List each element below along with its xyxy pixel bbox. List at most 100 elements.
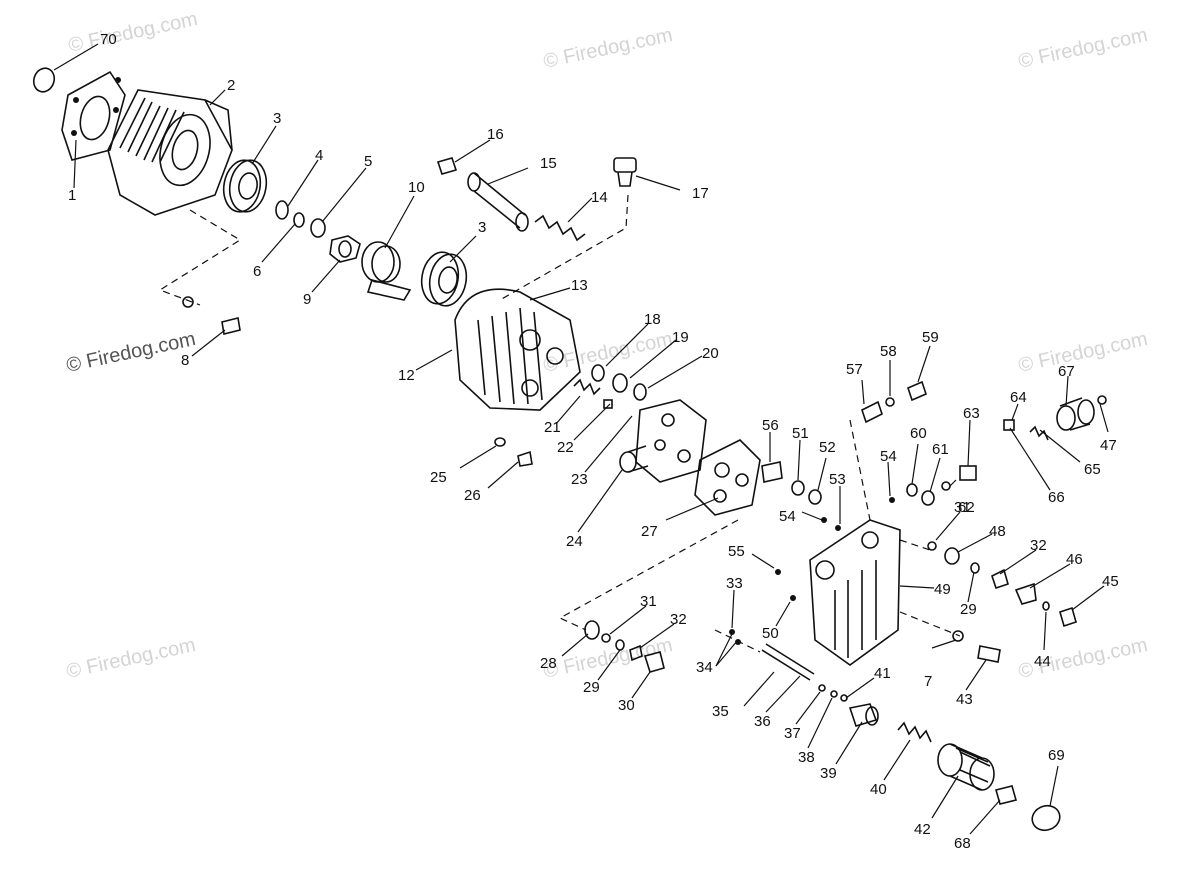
washer-5 — [310, 218, 326, 238]
manifold-49 — [809, 519, 901, 666]
fitting-59 — [907, 380, 927, 402]
gasket-plate-1 — [61, 70, 126, 161]
callout-35: 35 — [712, 703, 729, 720]
callout-45: 45 — [1102, 573, 1119, 590]
callout-4: 4 — [315, 147, 323, 164]
ball-58 — [885, 397, 895, 407]
ring-47 — [1097, 395, 1107, 405]
callout-3b: 3 — [478, 219, 486, 236]
spring-14 — [534, 214, 586, 242]
ring-60 — [906, 483, 918, 497]
callout-68: 68 — [954, 835, 971, 852]
bolt-8 — [182, 296, 241, 335]
callout-57: 57 — [846, 361, 863, 378]
ring-62 — [941, 481, 951, 491]
crankcase-housing-2 — [107, 89, 233, 216]
callout-32: 32 — [1030, 537, 1047, 554]
callout-64: 64 — [1010, 389, 1027, 406]
spring-21 — [573, 378, 601, 396]
callout-8: 8 — [181, 352, 189, 369]
callout-32b: 32 — [670, 611, 687, 628]
callout-34: 34 — [696, 659, 713, 676]
callout-61: 61 — [932, 441, 949, 458]
callout-54b: 54 — [779, 508, 796, 525]
callout-36: 36 — [754, 713, 771, 730]
bolt-hole — [113, 107, 119, 113]
ring-31 — [927, 541, 937, 551]
stem-36 — [761, 643, 815, 681]
callout-59: 59 — [922, 329, 939, 346]
callout-17: 17 — [692, 185, 709, 202]
screw-54 — [835, 525, 841, 531]
callout-56: 56 — [762, 417, 779, 434]
gear-10 — [361, 241, 412, 301]
callout-33: 33 — [726, 575, 743, 592]
nut-39 — [848, 703, 879, 727]
watermark: © Firedog.com — [1016, 328, 1149, 377]
screw-50 — [790, 595, 796, 601]
callout-53: 53 — [829, 471, 846, 488]
callout-38: 38 — [798, 749, 815, 766]
washer-6 — [293, 212, 305, 228]
callout-39: 39 — [820, 765, 837, 782]
nut-9 — [329, 235, 361, 263]
callout-18: 18 — [644, 311, 661, 328]
callout-5: 5 — [364, 153, 372, 170]
ring-28 — [584, 620, 600, 640]
callout-3: 3 — [273, 110, 281, 127]
cap-67 — [1056, 397, 1095, 431]
ring-51 — [791, 480, 805, 496]
watermark: © Firedog.com — [66, 8, 199, 57]
callout-31: 31 — [954, 499, 971, 516]
washer-25 — [494, 437, 506, 447]
callout-labels: 70 1 2 3 4 5 6 8 9 10 3 16 15 14 17 13 1… — [68, 31, 1119, 852]
ring-44 — [1042, 601, 1050, 611]
nut-68 — [995, 785, 1017, 805]
callout-60: 60 — [910, 425, 927, 442]
knob-42 — [937, 743, 995, 791]
ring-31b — [601, 633, 611, 643]
callout-51: 51 — [792, 425, 809, 442]
callout-66: 66 — [1048, 489, 1065, 506]
screw-54 — [889, 497, 895, 503]
watermark: © Firedog.com — [64, 634, 197, 683]
callout-62: 62 — [958, 499, 975, 516]
ring-19 — [612, 373, 628, 393]
callout-46: 46 — [1066, 551, 1083, 568]
watermark: © Firedog.com — [541, 24, 674, 73]
seat-32 — [991, 568, 1009, 590]
callout-6: 6 — [253, 263, 261, 280]
callout-63: 63 — [963, 405, 980, 422]
ring-38 — [830, 690, 838, 698]
ring-34 — [735, 639, 741, 645]
o-ring-70 — [32, 67, 56, 93]
leader-lines — [53, 43, 1109, 835]
callout-65: 65 — [1084, 461, 1101, 478]
callout-49: 49 — [934, 581, 951, 598]
cap-69 — [1031, 804, 1061, 832]
bearing-3-second — [420, 251, 468, 307]
gasket-hole — [79, 95, 111, 141]
callout-28: 28 — [540, 655, 557, 672]
sleeve-63 — [959, 465, 977, 481]
callout-19: 19 — [672, 329, 689, 346]
bolt-hole — [71, 130, 77, 136]
callout-37: 37 — [784, 725, 801, 742]
valve-66 — [1003, 419, 1015, 431]
callout-30: 30 — [618, 697, 635, 714]
ring-20 — [633, 383, 647, 401]
cap-17 — [613, 157, 637, 187]
callout-12: 12 — [398, 367, 415, 384]
ring-7 — [952, 630, 964, 642]
bearing-3 — [222, 159, 268, 213]
callout-26: 26 — [464, 487, 481, 504]
callout-52: 52 — [819, 439, 836, 456]
callout-10: 10 — [408, 179, 425, 196]
watermark: © Firedog.com — [1016, 24, 1149, 73]
bolt-hole — [115, 77, 121, 83]
screw-55 — [775, 569, 781, 575]
ring-29 — [970, 562, 980, 574]
pump-head-13 — [454, 288, 581, 411]
callout-25: 25 — [430, 469, 447, 486]
